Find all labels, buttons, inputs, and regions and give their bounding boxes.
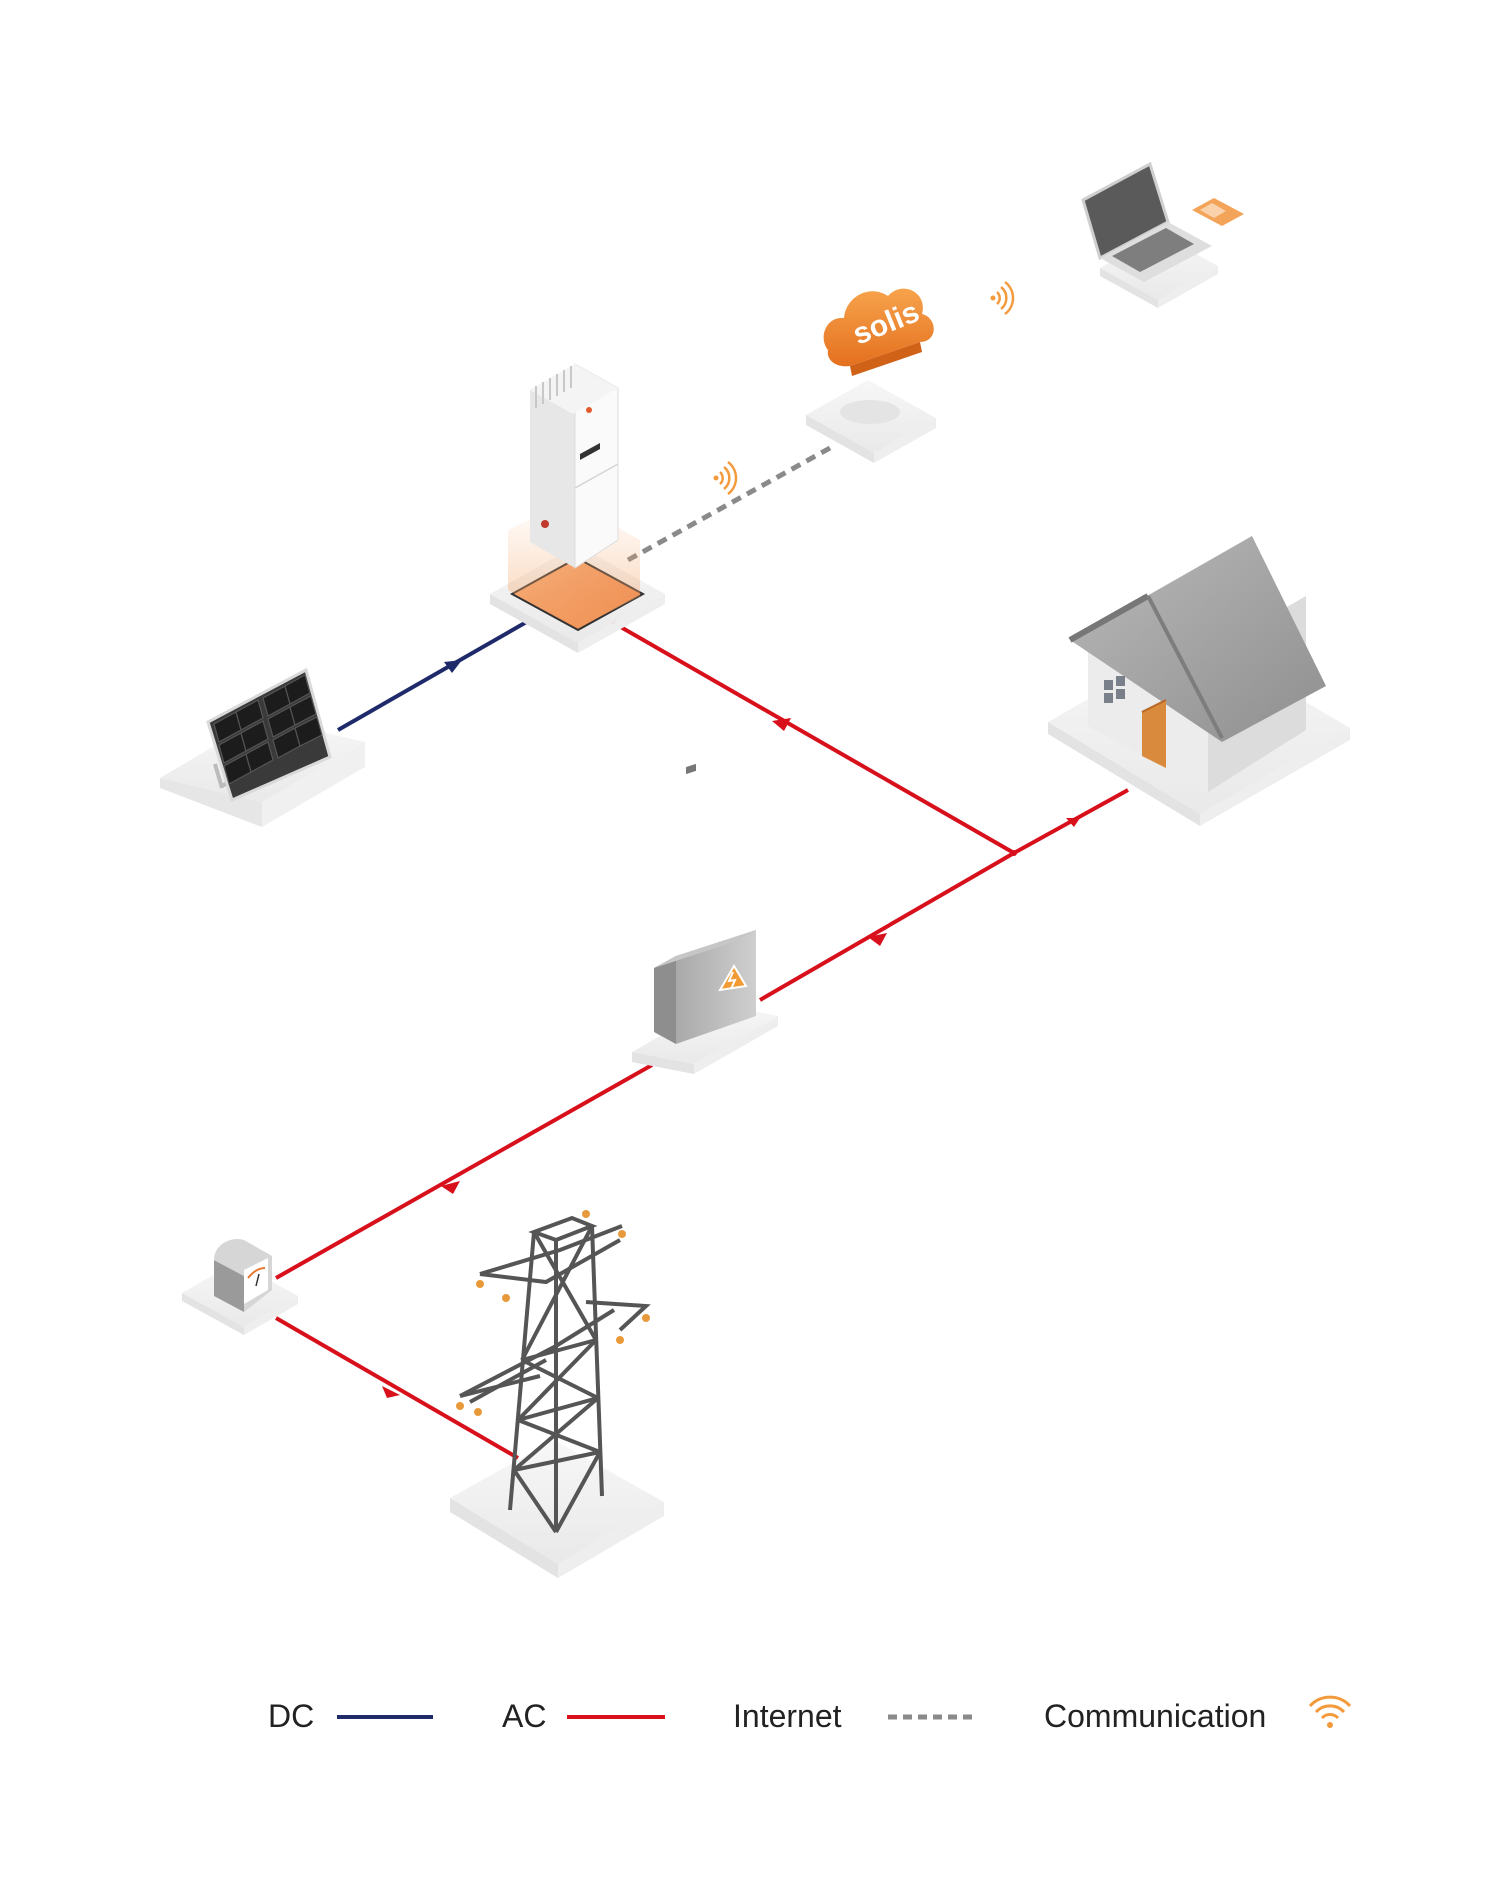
monitoring-devices bbox=[1081, 161, 1244, 308]
wifi-signal-icon bbox=[990, 281, 1015, 315]
legend-item-ac: AC bbox=[502, 1698, 665, 1734]
pv-panel bbox=[160, 667, 365, 827]
internet-line-inverter-to-cloud bbox=[626, 445, 832, 563]
house bbox=[1048, 536, 1350, 826]
legend-label-communication: Communication bbox=[1044, 1698, 1266, 1734]
distribution-box-icon bbox=[654, 763, 756, 1044]
ac-junction bbox=[1011, 850, 1017, 856]
dc-line-arrow bbox=[444, 660, 462, 673]
dc-line-pv-to-inverter bbox=[337, 618, 531, 732]
electric-meter bbox=[182, 1238, 298, 1335]
phone-icon bbox=[1192, 198, 1244, 226]
legend-item-communication: Communication bbox=[1044, 1695, 1352, 1734]
house-icon bbox=[1068, 536, 1326, 792]
inverter-icon bbox=[530, 363, 619, 569]
ac-line-inverter-to-junction bbox=[611, 620, 1015, 855]
legend: DC AC Internet Communication bbox=[268, 1695, 1352, 1734]
cloud-server: solis bbox=[806, 288, 936, 463]
ac-line-arrow bbox=[868, 933, 887, 946]
wifi-icon bbox=[1308, 1695, 1352, 1728]
ac-line-box-to-meter bbox=[275, 1063, 653, 1280]
meter-icon bbox=[214, 1238, 272, 1312]
cloud-icon: solis bbox=[823, 288, 934, 376]
legend-item-internet: Internet bbox=[733, 1698, 978, 1734]
legend-label-dc: DC bbox=[268, 1698, 314, 1734]
tower-insulator-icon bbox=[456, 1210, 650, 1416]
ac-line-junction-to-box bbox=[758, 851, 1016, 1002]
ac-line-arrow bbox=[441, 1181, 460, 1194]
distribution-box bbox=[632, 763, 778, 1074]
grid-tower bbox=[450, 1210, 664, 1578]
legend-item-dc: DC bbox=[268, 1698, 433, 1734]
laptop-icon bbox=[1081, 161, 1212, 282]
legend-label-ac: AC bbox=[502, 1698, 546, 1734]
ac-line-arrow bbox=[382, 1386, 400, 1398]
connection-lines bbox=[274, 445, 1129, 1460]
wifi-signal-icon bbox=[713, 461, 738, 495]
power-tower-icon bbox=[459, 1215, 651, 1534]
ac-line-arrow bbox=[1066, 818, 1080, 827]
ac-line-meter-to-tower bbox=[274, 1316, 520, 1460]
inverter bbox=[490, 363, 665, 653]
legend-label-internet: Internet bbox=[733, 1698, 842, 1734]
solar-panel-icon bbox=[206, 667, 332, 803]
ac-line-arrow bbox=[772, 718, 791, 731]
